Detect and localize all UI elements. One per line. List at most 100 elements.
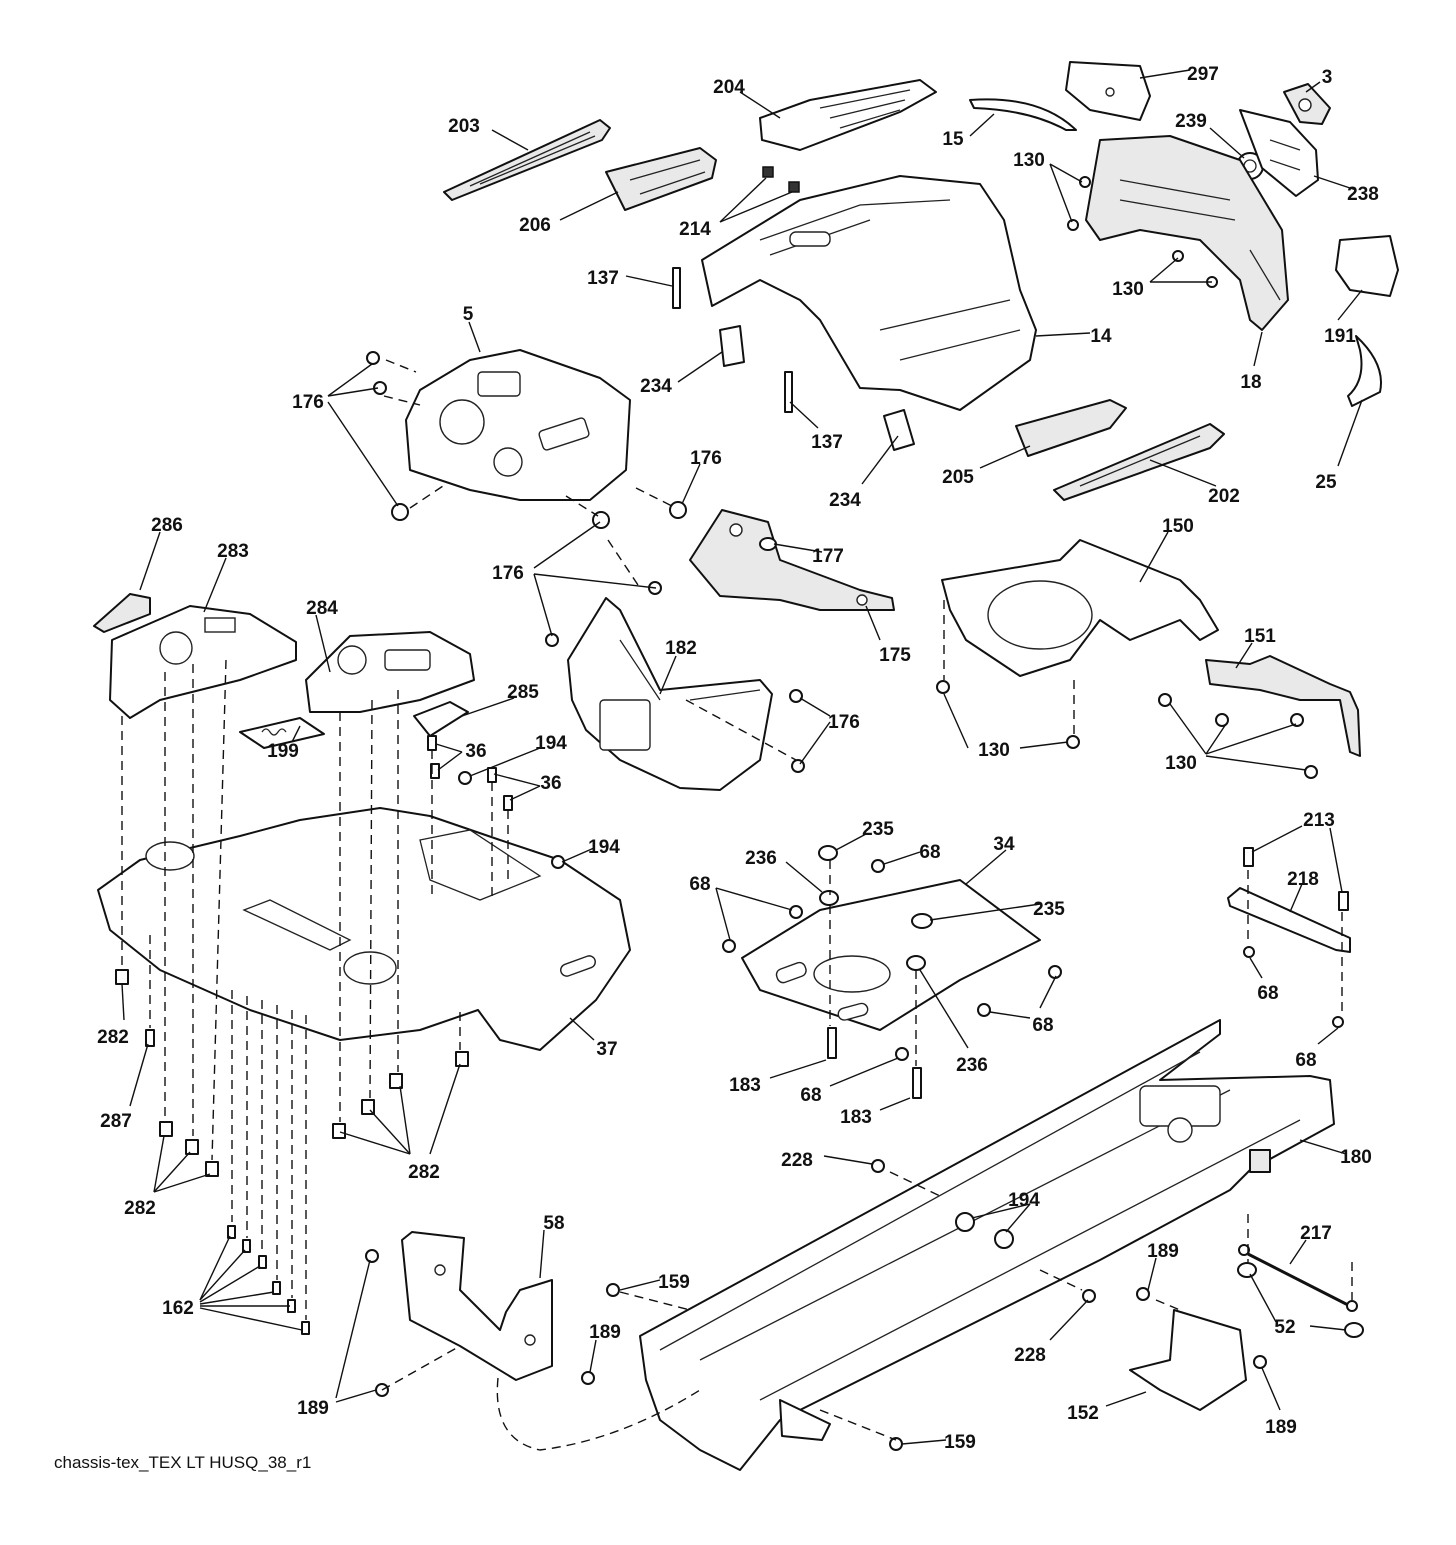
part-162-screws (227, 1225, 310, 1335)
part-130-screws-bumper (1067, 176, 1218, 288)
callout-202: 202 (1208, 486, 1240, 507)
callout-239: 239 (1175, 111, 1207, 132)
part-52-washers (1237, 1262, 1364, 1338)
part-130-screws-shroud (936, 680, 1318, 779)
part-37-rear-fender (97, 807, 631, 1051)
callout-5: 5 (463, 304, 474, 325)
callout-58: 58 (543, 1213, 564, 1234)
part-183-bolts (827, 1027, 922, 1099)
callout-34: 34 (993, 834, 1015, 855)
callout-213: 213 (1303, 810, 1335, 831)
part-194-nuts-frame (955, 1212, 1014, 1249)
callout-176: 176 (492, 563, 524, 584)
part-206-grille-insert (605, 147, 717, 211)
callout-130: 130 (1165, 753, 1197, 774)
callout-283: 283 (217, 541, 249, 562)
callout-159: 159 (658, 1272, 690, 1293)
part-34-pedal-plate (741, 879, 1041, 1031)
callout-236: 236 (745, 848, 777, 869)
diagram-caption: chassis-tex_TEX LT HUSQ_38_r1 (54, 1453, 311, 1472)
callout-15: 15 (942, 129, 964, 150)
leader-lines (121, 69, 1363, 1445)
callout-68: 68 (689, 874, 710, 895)
callout-130: 130 (1013, 150, 1045, 171)
callout-162: 162 (162, 1298, 194, 1319)
part-284-fender-cover-right (305, 631, 475, 713)
part-213-bolts (1243, 847, 1349, 911)
part-5-dash-console (405, 349, 631, 501)
callout-282: 282 (124, 1198, 156, 1219)
callout-282: 282 (408, 1162, 440, 1183)
callout-194: 194 (588, 837, 620, 858)
callout-137: 137 (587, 268, 619, 289)
callout-137: 137 (811, 432, 843, 453)
part-175-bracket (689, 509, 895, 611)
callout-235: 235 (1033, 899, 1065, 920)
callout-130: 130 (978, 740, 1010, 761)
part-150-fan-shroud (941, 539, 1219, 677)
part-18-front-bumper (1085, 135, 1289, 331)
callout-189: 189 (1147, 1241, 1179, 1262)
callout-68: 68 (919, 842, 940, 863)
guide-dashed-lines (381, 359, 1353, 1451)
callout-287: 287 (100, 1111, 132, 1132)
part-151-bracket (1205, 655, 1361, 757)
callout-236: 236 (956, 1055, 988, 1076)
callout-180: 180 (1340, 1147, 1372, 1168)
part-25-trim (1347, 335, 1382, 407)
callout-214: 214 (679, 219, 711, 240)
callout-189: 189 (589, 1322, 621, 1343)
callout-183: 183 (729, 1075, 761, 1096)
part-3-emblem (1283, 83, 1331, 125)
callout-68: 68 (1257, 983, 1278, 1004)
part-286-hinge (93, 593, 151, 633)
part-218-bracket (1227, 887, 1351, 953)
part-194-nuts-upper (458, 771, 565, 869)
callout-3: 3 (1322, 67, 1333, 88)
callout-182: 182 (665, 638, 697, 659)
part-15-trim (969, 98, 1077, 131)
callout-130: 130 (1112, 279, 1144, 300)
callout-151: 151 (1244, 626, 1276, 647)
callout-176: 176 (292, 392, 324, 413)
part-205-grille-insert (1015, 399, 1127, 457)
callout-68: 68 (800, 1085, 821, 1106)
callout-68: 68 (1295, 1050, 1316, 1071)
callout-235: 235 (862, 819, 894, 840)
callout-285: 285 (507, 682, 539, 703)
part-202-grille-side (1053, 423, 1225, 501)
callout-191: 191 (1324, 326, 1356, 347)
callout-228: 228 (1014, 1345, 1046, 1366)
callout-238: 238 (1347, 184, 1379, 205)
part-238-headlight-cover (1239, 109, 1319, 197)
part-214-clips (762, 166, 800, 193)
part-228-bolts (871, 1159, 1096, 1303)
callout-206: 206 (519, 215, 551, 236)
callout-25: 25 (1315, 472, 1337, 493)
callout-36: 36 (465, 741, 486, 762)
part-137-pins (672, 267, 793, 413)
part-58-bracket (401, 1231, 553, 1381)
part-287-screw (145, 1029, 155, 1047)
part-68-bolts-plate (722, 859, 1344, 1061)
callout-189: 189 (1265, 1417, 1297, 1438)
callout-297: 297 (1187, 64, 1219, 85)
callout-189: 189 (297, 1398, 329, 1419)
callout-205: 205 (942, 467, 974, 488)
callout-37: 37 (596, 1039, 617, 1060)
upper-left-dashed-lines (121, 659, 509, 1320)
part-152-cover (1129, 1309, 1247, 1411)
callout-286: 286 (151, 515, 183, 536)
part-297-cover (1065, 61, 1151, 121)
part-283-fender-cover-left (109, 605, 297, 719)
part-204-hood-vent (759, 79, 937, 151)
part-191-cover (1335, 235, 1399, 297)
callout-218: 218 (1287, 869, 1319, 890)
callout-176: 176 (690, 448, 722, 469)
part-234-pads (719, 325, 915, 451)
part-282-clips-left (115, 969, 219, 1177)
callout-194: 194 (535, 733, 567, 754)
part-199-plate (239, 717, 325, 749)
part-177-clip (759, 537, 777, 551)
callout-176: 176 (828, 712, 860, 733)
